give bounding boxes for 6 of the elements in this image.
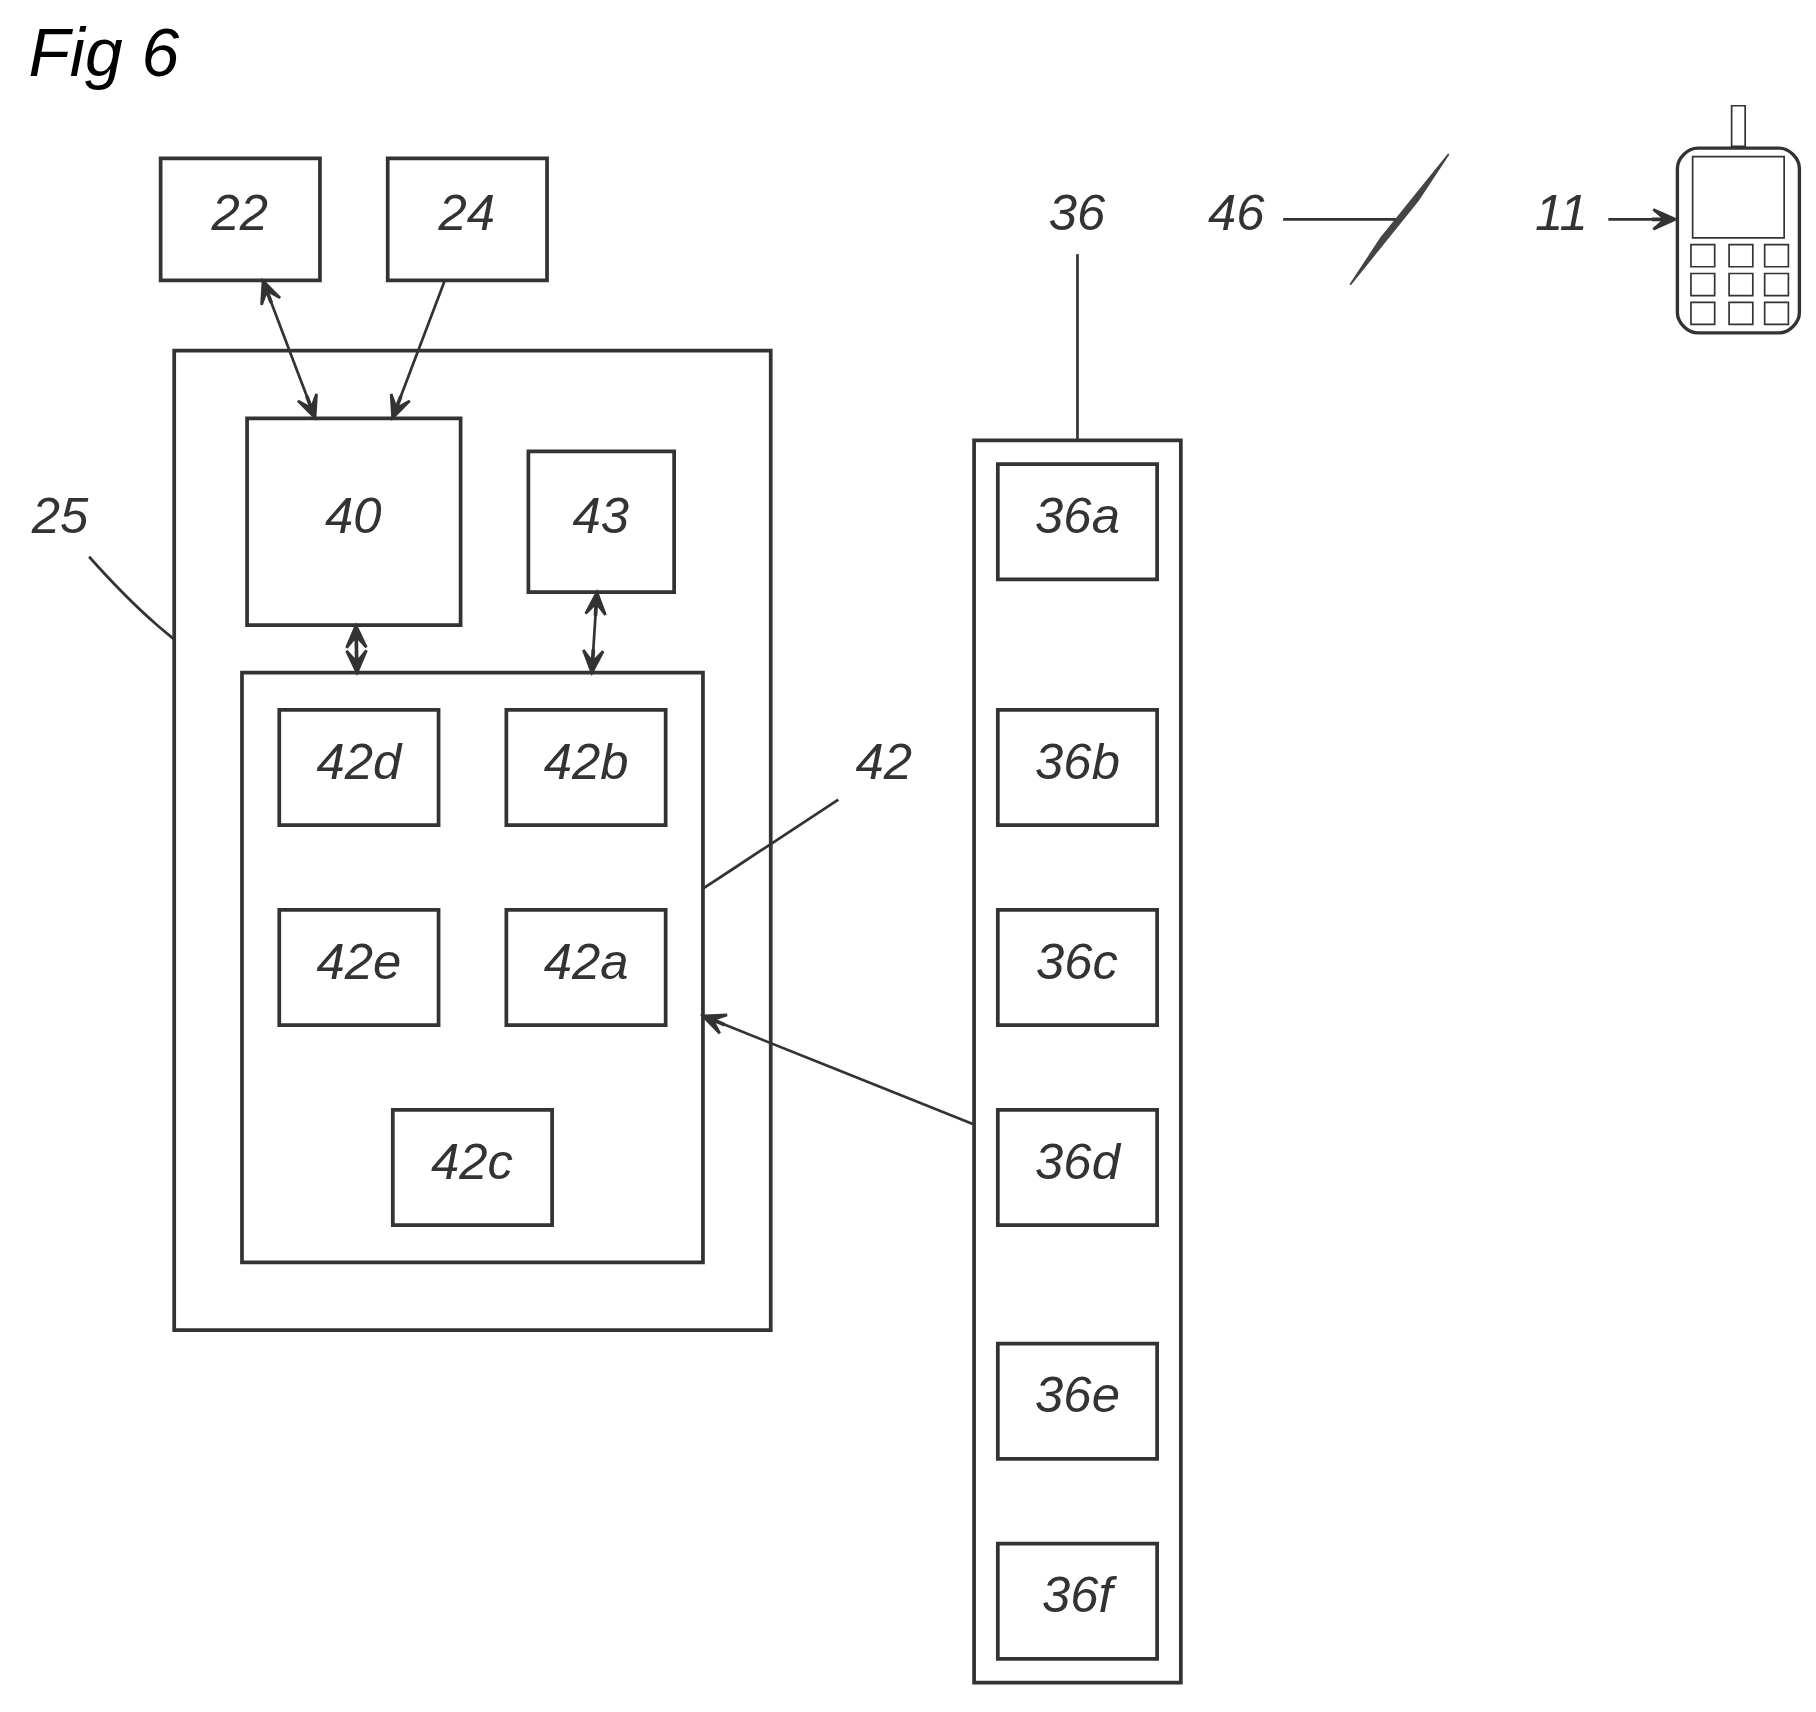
diagram-title: Fig 6 xyxy=(28,14,180,90)
node-text: 11 xyxy=(1535,183,1588,241)
node-text: 36 xyxy=(1048,183,1106,241)
node-text: 46 xyxy=(1207,183,1265,241)
node-text: 42 xyxy=(855,732,913,790)
node-text: 25 xyxy=(31,486,89,544)
